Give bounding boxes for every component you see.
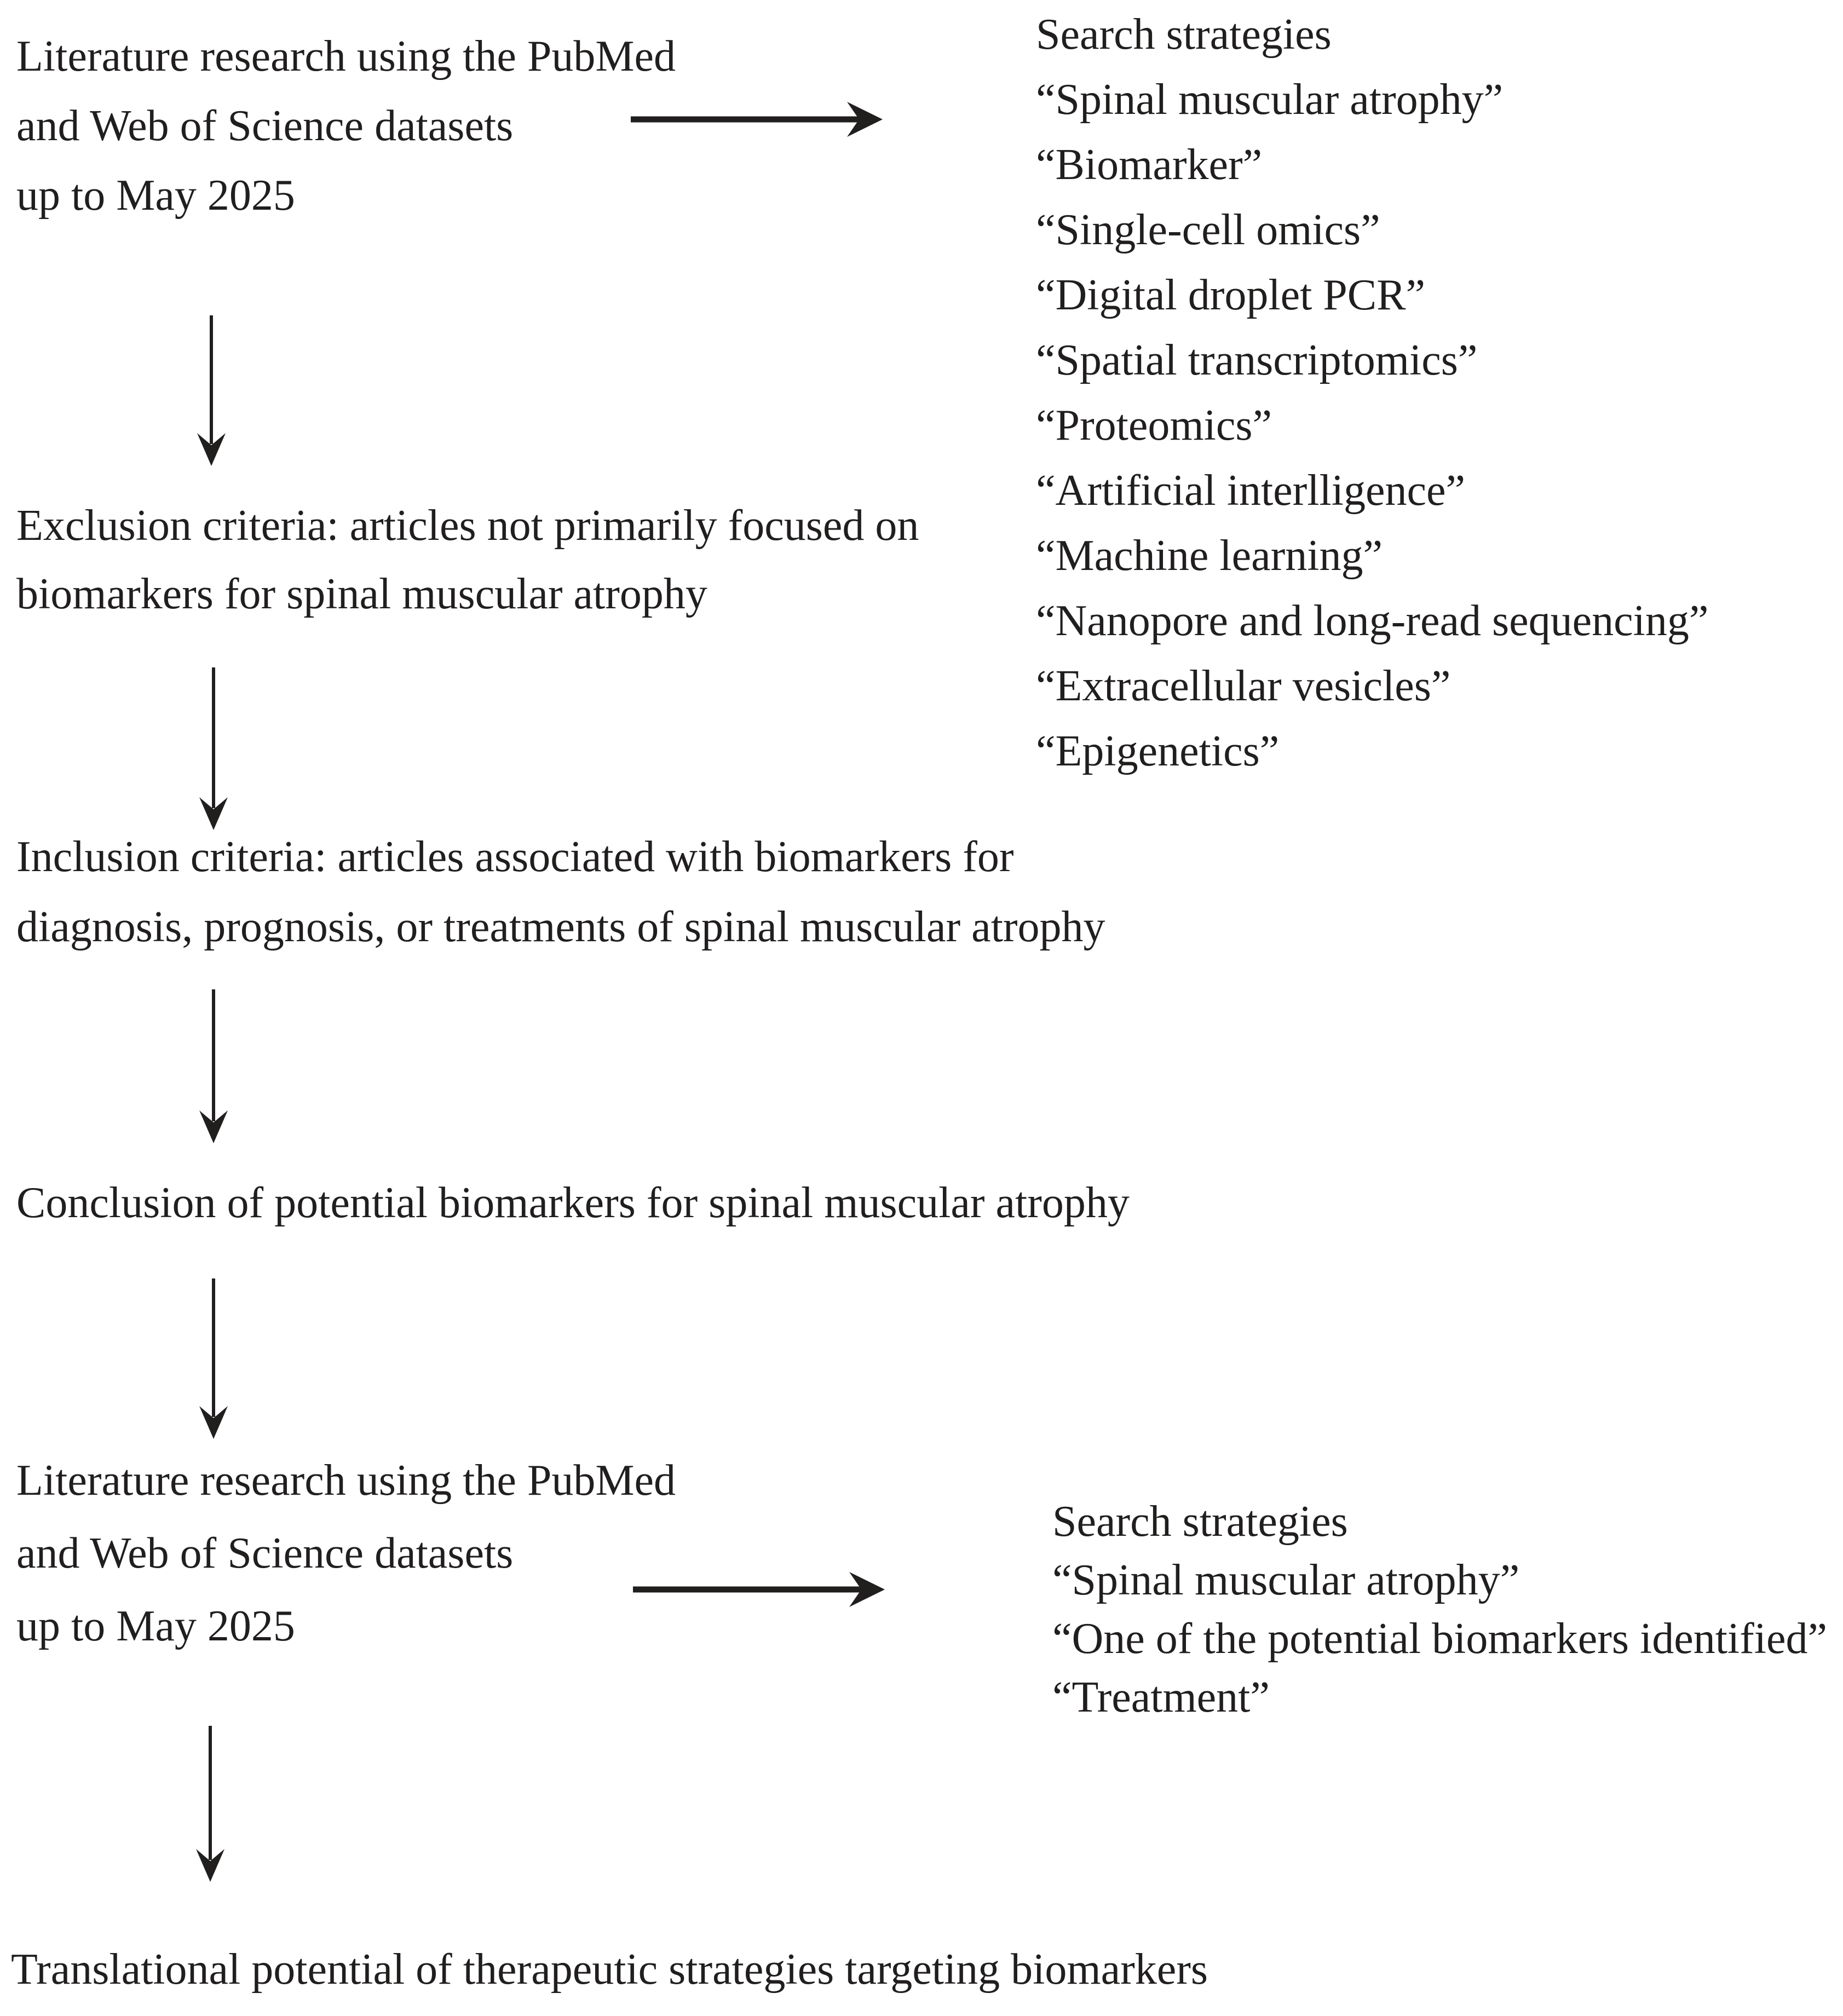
arrow-right-icon: [631, 102, 883, 137]
search-term: “Nanopore and long-read sequencing”: [1036, 597, 1709, 645]
search-term: “Spatial transcriptomics”: [1036, 336, 1478, 384]
search-term: “Artificial interlligence”: [1036, 466, 1466, 515]
search-term: “Single-cell omics”: [1036, 206, 1380, 254]
arrow-down-icon: [199, 989, 228, 1143]
arrow-right-icon: [633, 1572, 885, 1607]
arrow-down-icon: [197, 315, 226, 466]
text-line: diagnosis, prognosis, or treatments of s…: [16, 903, 1105, 951]
literature-search-step-2: Literature research using the PubMed and…: [16, 1444, 676, 1663]
search-strategies-list-1: Search strategies “Spinal muscular atrop…: [1036, 2, 1708, 784]
text-line: Literature research using the PubMed: [16, 32, 676, 80]
arrow-down-icon: [196, 1726, 224, 1882]
conclusion-step: Conclusion of potential biomarkers for s…: [16, 1169, 1130, 1237]
search-strategies-list-2: Search strategies “Spinal muscular atrop…: [1052, 1493, 1827, 1727]
search-strategies-title: Search strategies: [1036, 10, 1332, 59]
inclusion-criteria-step: Inclusion criteria: articles associated …: [16, 822, 1105, 962]
text-line: Exclusion criteria: articles not primari…: [16, 502, 919, 550]
search-term: “Extracellular vesicles”: [1036, 662, 1451, 710]
search-term: “Proteomics”: [1036, 401, 1272, 450]
literature-search-step-1: Literature research using the PubMed and…: [16, 22, 676, 231]
search-term: “Machine learning”: [1036, 532, 1383, 580]
search-term: “Biomarker”: [1036, 141, 1263, 189]
exclusion-criteria-step: Exclusion criteria: articles not primari…: [16, 492, 919, 629]
text-line: Inclusion criteria: articles associated …: [16, 833, 1014, 881]
search-term: “Epigenetics”: [1036, 727, 1280, 775]
text-line: Conclusion of potential biomarkers for s…: [16, 1179, 1130, 1227]
text-line: and Web of Science datasets: [16, 1529, 514, 1577]
search-term: “One of the potential biomarkers identif…: [1052, 1615, 1828, 1663]
arrow-down-icon: [199, 667, 228, 830]
arrow-down-icon: [199, 1278, 228, 1439]
text-line: up to May 2025: [16, 171, 295, 220]
translational-potential-step: Translational potential of therapeutic s…: [11, 1936, 1208, 2004]
text-line: and Web of Science datasets: [16, 102, 514, 150]
text-line: up to May 2025: [16, 1602, 295, 1650]
search-term: “Digital droplet PCR”: [1036, 271, 1426, 319]
search-term: “Treatment”: [1052, 1673, 1270, 1721]
text-line: biomarkers for spinal muscular atrophy: [16, 570, 707, 618]
search-term: “Spinal muscular atrophy”: [1036, 76, 1504, 124]
search-term: “Spinal muscular atrophy”: [1052, 1556, 1520, 1604]
text-line: Translational potential of therapeutic s…: [11, 1945, 1208, 1994]
search-strategies-title: Search strategies: [1052, 1497, 1348, 1546]
text-line: Literature research using the PubMed: [16, 1456, 676, 1505]
